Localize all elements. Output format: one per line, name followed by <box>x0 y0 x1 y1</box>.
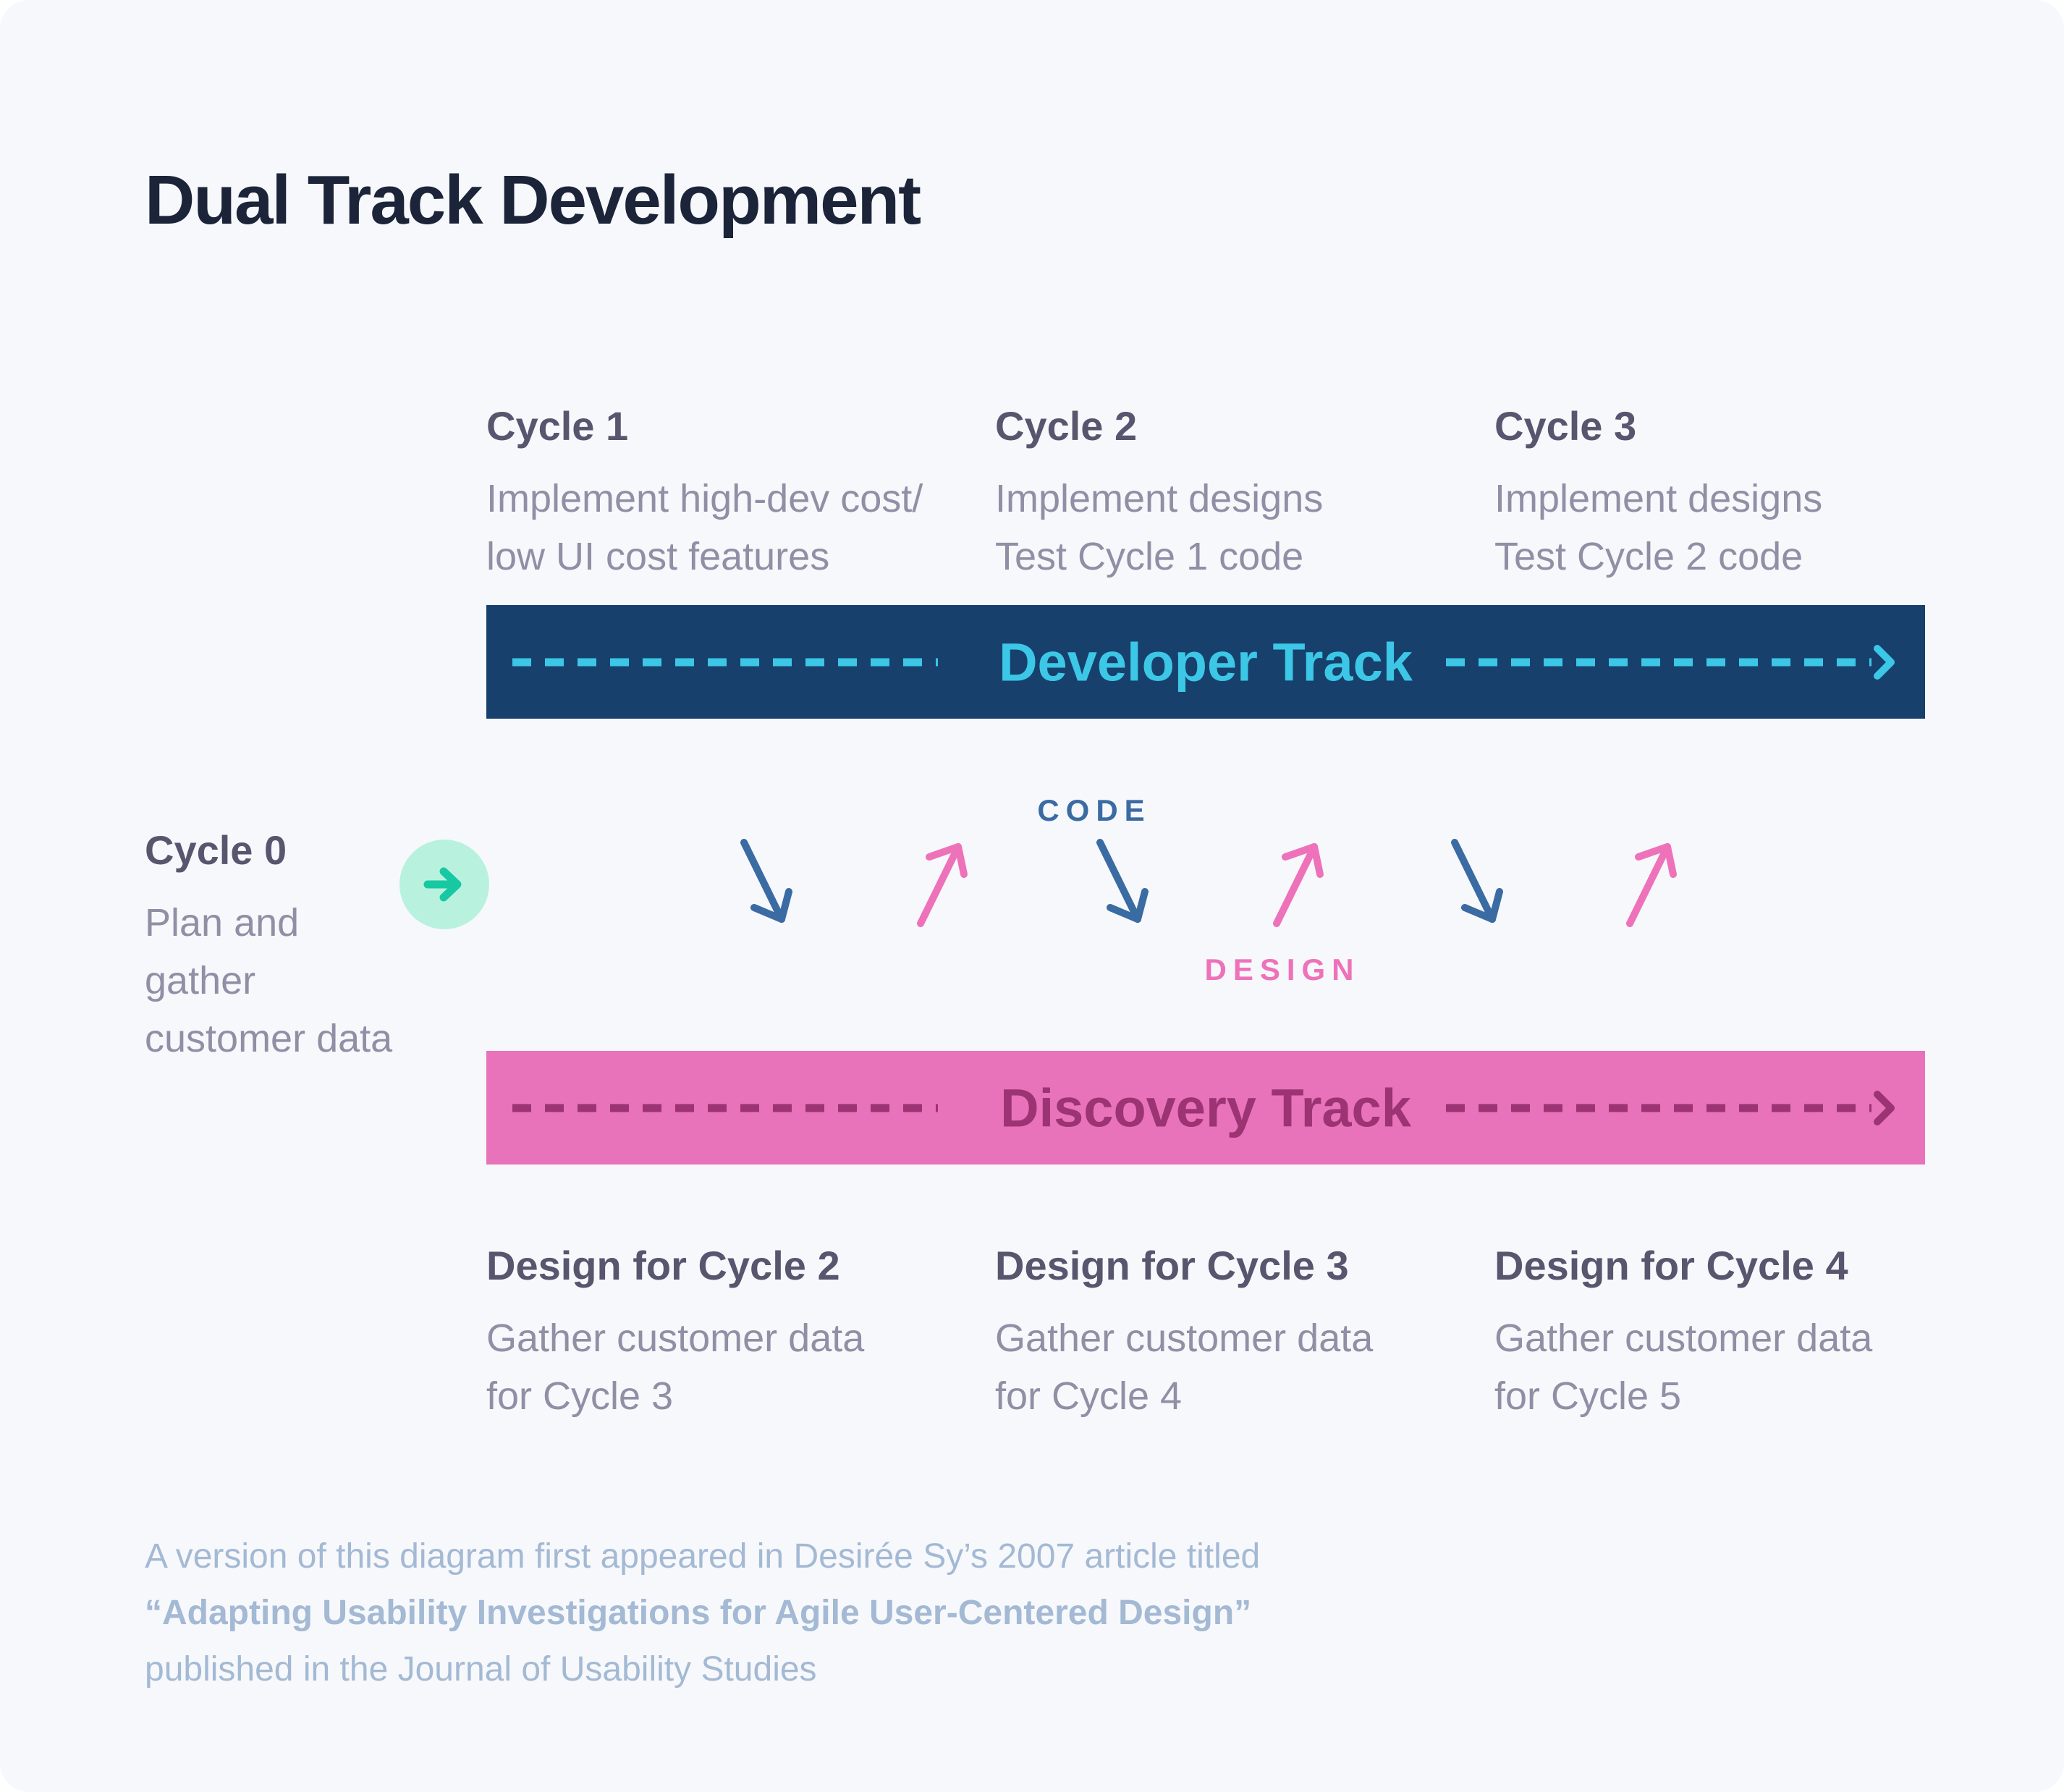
developer-track-label: Developer Track <box>999 632 1413 692</box>
attribution-line: published in the Journal of Usability St… <box>145 1650 817 1689</box>
attribution: A version of this diagram first appeared… <box>145 1529 1260 1698</box>
cycle-name: Cycle 1 <box>486 403 629 449</box>
cycle-name: Cycle 3 <box>1494 403 1637 449</box>
design-cycle-name: Design for Cycle 3 <box>995 1243 1349 1288</box>
cycle-description-line: Implement designs <box>995 477 1324 520</box>
design-cycle-name: Design for Cycle 2 <box>486 1243 840 1288</box>
dashed-line-icon <box>512 1104 938 1112</box>
dashed-line-icon <box>512 658 938 666</box>
dashed-arrow-right-icon <box>1446 1090 1895 1125</box>
down-right-arrow-icon <box>1096 839 1149 923</box>
attribution-line: A version of this diagram first appeared… <box>145 1537 1261 1576</box>
down-right-arrow-icon <box>1451 839 1503 923</box>
cycle-description-line: Plan and gather <box>145 901 300 1002</box>
down-right-arrow-icon <box>740 839 792 923</box>
cycle-description-line: Test Cycle 2 code <box>1494 535 1803 578</box>
start-circle <box>399 840 489 929</box>
cycle-name: Cycle 0 <box>145 827 287 873</box>
design-label: DESIGN <box>1204 952 1361 986</box>
page-title: Dual Track Development <box>145 161 921 239</box>
discovery-item-3: Design for Cycle 4 Gather customer data … <box>1494 1242 1972 1425</box>
developer-cycle-1: Cycle 1 Implement high-dev cost/ low UI … <box>486 402 964 586</box>
cycle-description-line: Test Cycle 1 code <box>995 535 1304 578</box>
up-right-arrow-icon <box>1273 843 1324 927</box>
cycle-description-line: Implement high-dev cost/ <box>486 477 923 520</box>
design-cycle-name: Design for Cycle 4 <box>1494 1243 1848 1288</box>
code-label: CODE <box>1037 793 1151 827</box>
cycle-description-line: customer data <box>145 1017 393 1060</box>
discovery-item-1: Design for Cycle 2 Gather customer data … <box>486 1242 964 1425</box>
cycle-0-block: Cycle 0 Plan and gather customer data <box>145 827 405 1068</box>
up-right-arrow-icon <box>917 843 968 927</box>
discovery-item-2: Design for Cycle 3 Gather customer data … <box>995 1242 1473 1425</box>
developer-cycle-2: Cycle 2 Implement designs Test Cycle 1 c… <box>995 402 1473 586</box>
design-description-line: for Cycle 3 <box>486 1374 674 1418</box>
design-description-line: for Cycle 5 <box>1494 1374 1682 1418</box>
developer-track-bar: Developer Track <box>486 605 1925 719</box>
developer-cycle-3: Cycle 3 Implement designs Test Cycle 2 c… <box>1494 402 1972 586</box>
design-description-line: Gather customer data <box>486 1316 865 1360</box>
cycle-description-line: low UI cost features <box>486 535 830 578</box>
design-description-line: Gather customer data <box>1494 1316 1873 1360</box>
design-description-line: Gather customer data <box>995 1316 1374 1360</box>
cycle-name: Cycle 2 <box>995 403 1138 449</box>
dashed-arrow-right-icon <box>1446 644 1895 680</box>
up-right-arrow-icon <box>1626 843 1677 927</box>
discovery-track-bar: Discovery Track <box>486 1051 1925 1165</box>
attribution-article-title: “Adapting Usability Investigations for A… <box>145 1594 1252 1632</box>
cycle-description-line: Implement designs <box>1494 477 1823 520</box>
discovery-track-label: Discovery Track <box>1000 1078 1411 1138</box>
design-description-line: for Cycle 4 <box>995 1374 1183 1418</box>
right-arrow-icon <box>423 867 462 902</box>
